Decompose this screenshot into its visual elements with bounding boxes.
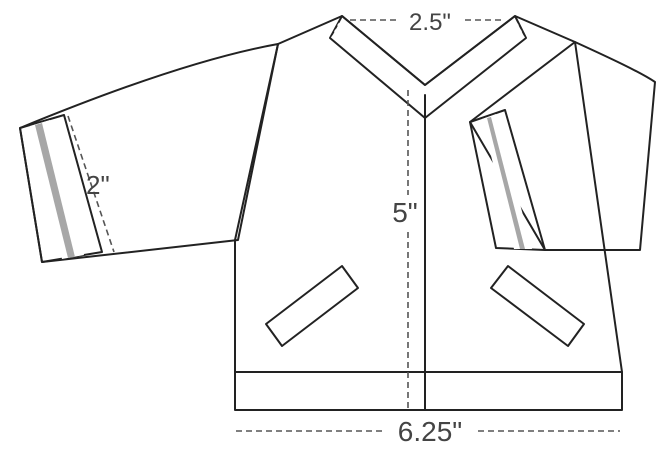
body-height-label: 5": [392, 197, 418, 228]
right-pocket: [490, 265, 585, 347]
hem-ribbing: [234, 371, 623, 411]
body-width-label: 6.25": [398, 416, 462, 447]
body-height-dimension: 5": [392, 90, 418, 410]
sleeve-cuff-label: 2": [86, 170, 110, 200]
collar-width-label: 2.5": [409, 9, 451, 36]
right-sleeve: [469, 41, 656, 251]
collar-width-dimension: 2.5": [350, 9, 505, 36]
sleeve-cuff-dimension: 2": [67, 115, 115, 253]
left-cuff-stripes: [19, 114, 103, 263]
left-pocket: [265, 265, 359, 347]
body-width-dimension: 6.25": [236, 416, 620, 447]
jacket-body: [234, 15, 623, 373]
right-cuff-stripes: [469, 109, 546, 251]
